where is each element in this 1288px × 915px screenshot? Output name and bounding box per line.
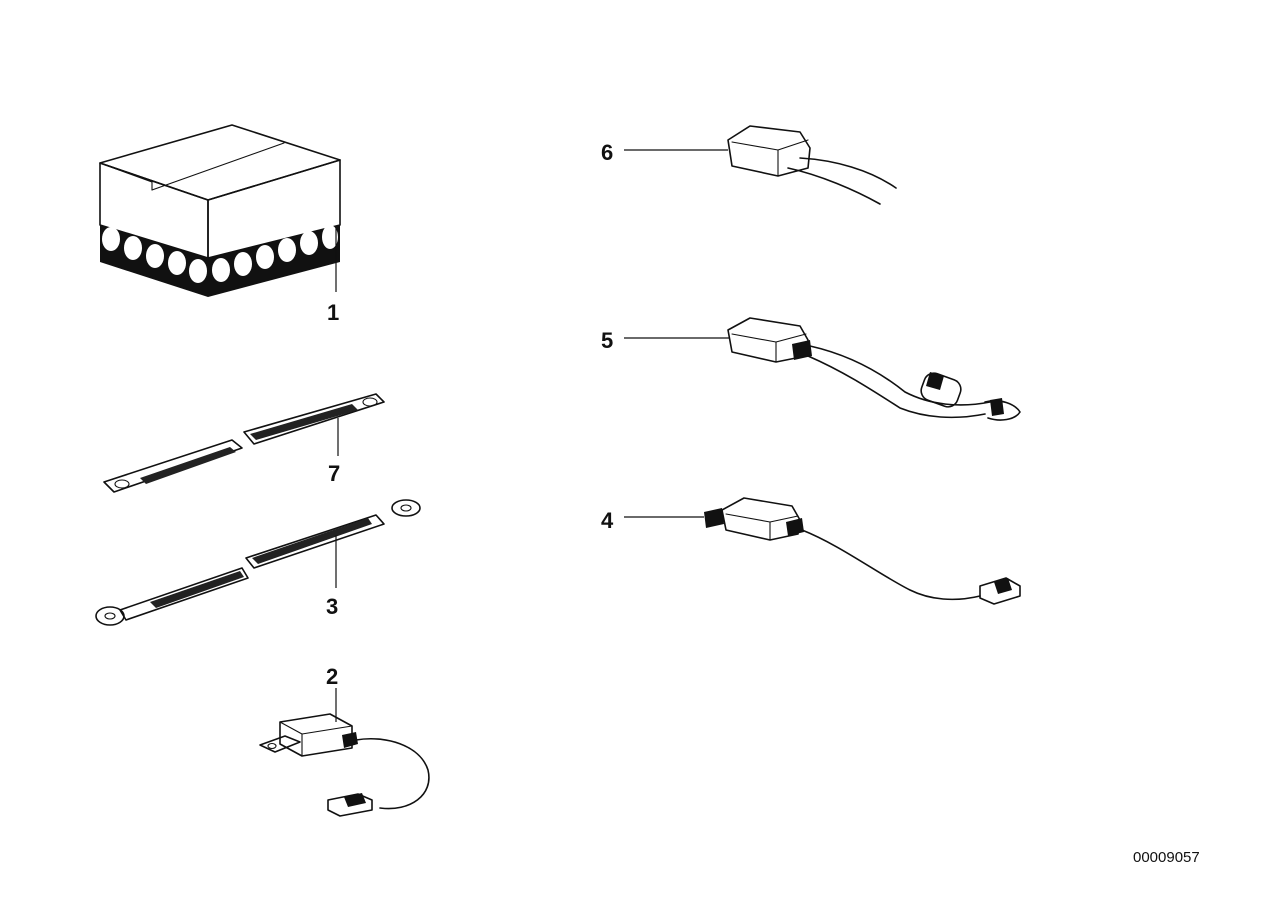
part-7-ground-strap [103, 393, 385, 493]
part-2-suppressor [259, 713, 430, 817]
part-4-suppressor [704, 497, 1021, 605]
part-6-suppressor [727, 125, 897, 205]
callout-3: 3 [326, 594, 338, 619]
callout-1: 1 [327, 300, 339, 325]
callout-7: 7 [328, 461, 340, 486]
document-number: 00009057 [1133, 849, 1200, 866]
callout-4: 4 [601, 508, 614, 533]
callout-5: 5 [601, 328, 613, 353]
part-3-ground-strap [95, 499, 421, 626]
callout-6: 6 [601, 140, 613, 165]
part-1-capacitor-box [99, 124, 341, 297]
callout-2: 2 [326, 664, 338, 689]
part-5-suppressor [727, 317, 1021, 421]
